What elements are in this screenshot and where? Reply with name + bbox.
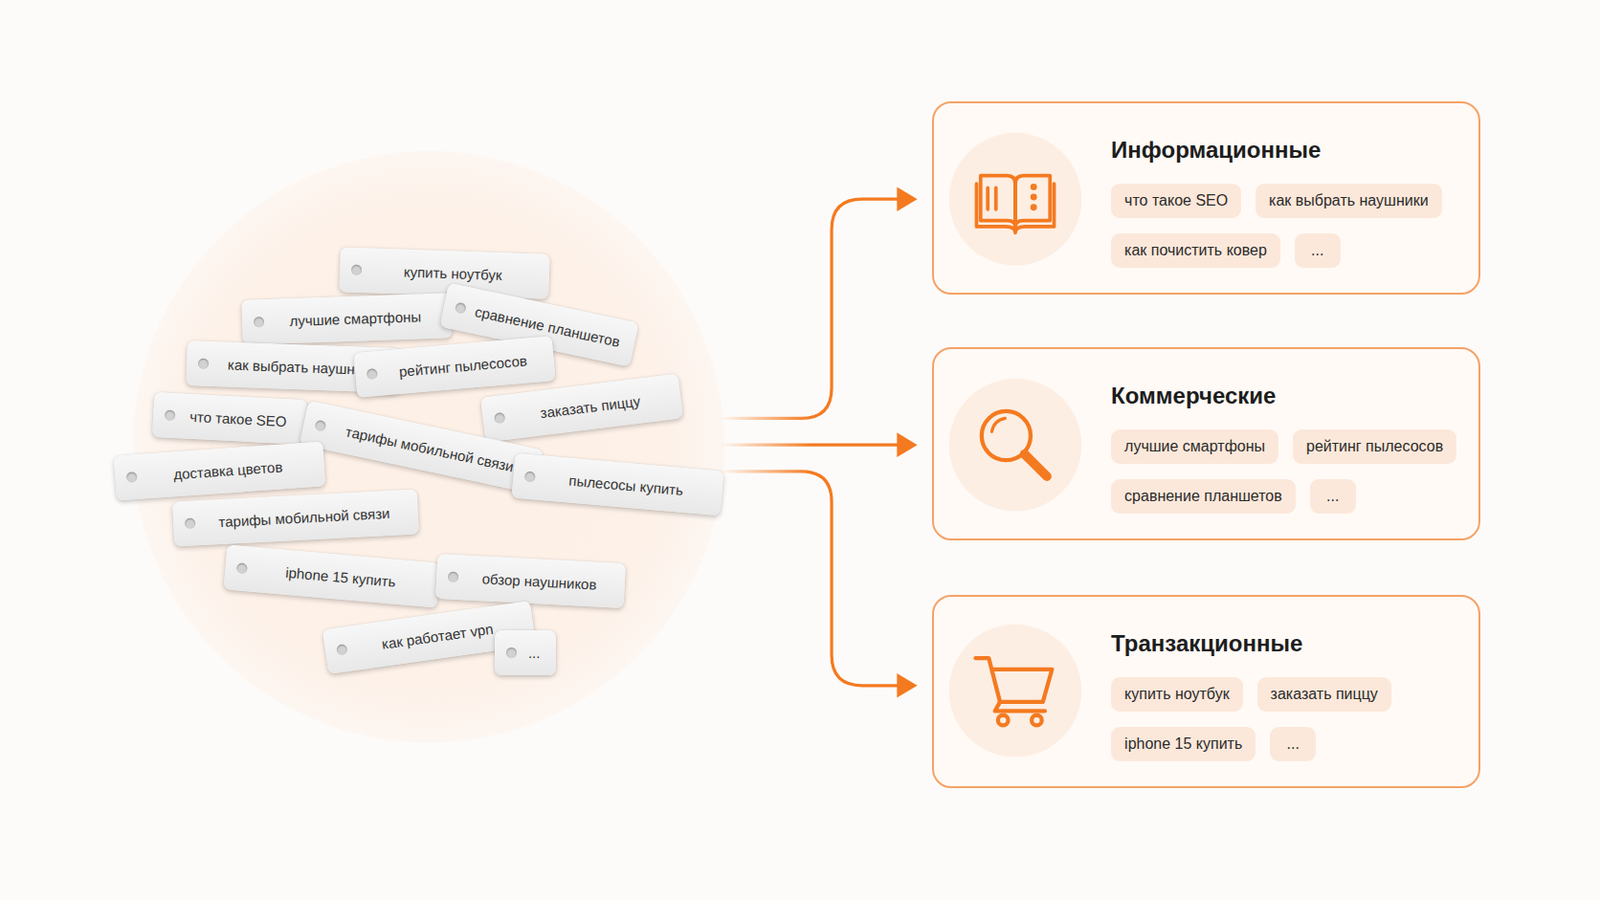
query-chip: iphone 15 купить — [1111, 727, 1256, 762]
query-chip: ... — [1294, 233, 1341, 268]
arrow-line — [719, 199, 901, 419]
query-tag: что такое SEO — [152, 392, 308, 445]
category-box: Транзакционные купить ноутбук заказать пиц… — [932, 595, 1482, 790]
query-chip: как выбрать наушники — [1255, 183, 1443, 219]
tag-hole — [313, 420, 327, 433]
chip-text: заказать пиццу — [1270, 686, 1378, 704]
query-chip: как почистить ковер — [1111, 233, 1281, 268]
arrow-head — [896, 432, 917, 458]
chip-text: ... — [1311, 242, 1324, 260]
arrow-heads — [896, 186, 917, 698]
query-chip: лучшие смартфоны — [1111, 429, 1279, 465]
arrow-head — [896, 186, 917, 212]
query-chip: рейтинг пылесосов — [1292, 429, 1457, 465]
query-tag: ... — [494, 630, 556, 676]
tag-hole — [453, 302, 467, 315]
pile-backdrop — [133, 151, 725, 743]
category-heading: Информационные — [1111, 136, 1321, 164]
tag-text: заказать пиццу — [538, 393, 642, 423]
tag-text: купить ноутбук — [402, 264, 502, 285]
category-heading: Коммерческие — [1111, 382, 1276, 410]
tag-text: рейтинг пылесосов — [398, 353, 528, 381]
chip-text: что такое SEO — [1124, 192, 1228, 210]
tag-hole — [235, 563, 247, 576]
chip-text: купить ноутбук — [1124, 686, 1230, 704]
tag-hole — [365, 369, 378, 381]
query-chip: ... — [1269, 727, 1316, 762]
chip-text: сравнение планшетов — [1124, 488, 1283, 506]
category-heading: Транзакционные — [1111, 630, 1303, 658]
tag-hole — [198, 358, 209, 370]
query-chip: что такое SEO — [1111, 183, 1242, 219]
query-chip: сравнение планшетов — [1111, 479, 1296, 514]
tag-text: лучшие смартфоны — [288, 309, 422, 331]
tag-text: пылесосы купить — [568, 472, 685, 499]
tag-hole — [126, 472, 138, 485]
chip-text: как выбрать наушники — [1268, 192, 1429, 210]
chip-text: ... — [1326, 488, 1339, 506]
category-box: Информационные что такое SEO как выбрать н… — [932, 101, 1482, 296]
tag-hole — [506, 647, 517, 659]
chip-text: как почистить ковер — [1124, 242, 1267, 260]
chip-text: лучшие смартфоны — [1124, 438, 1266, 456]
tag-text: iphone 15 купить — [284, 564, 397, 591]
chip-text: рейтинг пылесосов — [1306, 438, 1444, 456]
tag-text: обзор наушников — [481, 571, 598, 594]
chip-text: ... — [1287, 735, 1300, 754]
query-tag: купить ноутбук — [338, 247, 550, 301]
category-box: Коммерческие лучшие смартфоны рейтинг пыле… — [932, 347, 1482, 542]
tag-hole — [524, 471, 536, 484]
tag-text: доставка цветов — [173, 459, 284, 484]
tag-text: как работает vpn — [379, 621, 494, 653]
tag-text: что такое SEO — [189, 408, 288, 430]
tag-text: тарифы мобильной связи — [218, 505, 391, 531]
arrow-line — [719, 471, 901, 687]
tag-hole — [335, 644, 348, 656]
tag-hole — [253, 317, 265, 329]
query-chip: ... — [1310, 479, 1356, 514]
tag-text: ... — [528, 644, 541, 662]
tag-hole — [447, 572, 460, 584]
arrow-head — [896, 673, 917, 699]
chip-text: iphone 15 купить — [1124, 735, 1243, 754]
tag-hole — [164, 410, 177, 423]
query-tag: лучшие смартфоны — [241, 292, 452, 346]
arrow-line — [719, 444, 901, 447]
split-arrows — [719, 199, 901, 687]
tag-hole — [350, 265, 361, 276]
tag-hole — [184, 518, 197, 531]
tag-hole — [493, 412, 506, 424]
query-chip: заказать пиццу — [1257, 677, 1392, 712]
query-chip: купить ноутбук — [1111, 677, 1244, 712]
